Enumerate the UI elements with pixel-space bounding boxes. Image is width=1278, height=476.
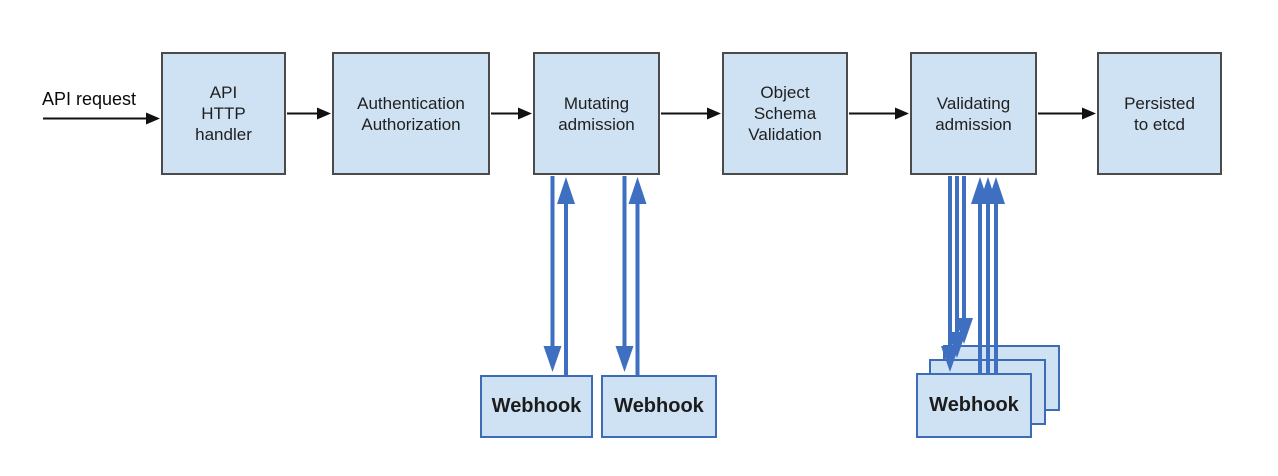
node-mutating-admission: Mutating admission — [533, 52, 660, 175]
mutating-webhook1-down-arrow-icon — [543, 176, 562, 372]
node-validating-admission: Validating admission — [910, 52, 1037, 175]
mutating-webhook2-down-arrow-icon — [615, 176, 634, 372]
mutating-webhook-2: Webhook — [601, 375, 717, 438]
node-object-schema-validation: Object Schema Validation — [722, 52, 848, 175]
mutating-webhook2-up-arrow-icon — [628, 177, 647, 375]
validating-webhook-front: Webhook — [916, 373, 1032, 438]
connector-arrow-icon — [491, 107, 532, 120]
node-authentication-authorization: Authentication Authorization — [332, 52, 490, 175]
mutating-webhook-1: Webhook — [480, 375, 593, 438]
validating-webhook-down-arrows-icon — [941, 176, 973, 372]
node-api-http-handler: API HTTP handler — [161, 52, 286, 175]
node-persisted-to-etcd: Persisted to etcd — [1097, 52, 1222, 175]
connector-arrow-icon — [1038, 107, 1096, 120]
connector-arrow-icon — [287, 107, 331, 120]
mutating-webhook1-up-arrow-icon — [557, 177, 575, 375]
api-request-label: API request — [42, 89, 137, 109]
connector-arrow-icon — [661, 107, 721, 120]
connector-arrow-icon — [849, 107, 909, 120]
api-request-arrow-icon — [43, 112, 160, 125]
